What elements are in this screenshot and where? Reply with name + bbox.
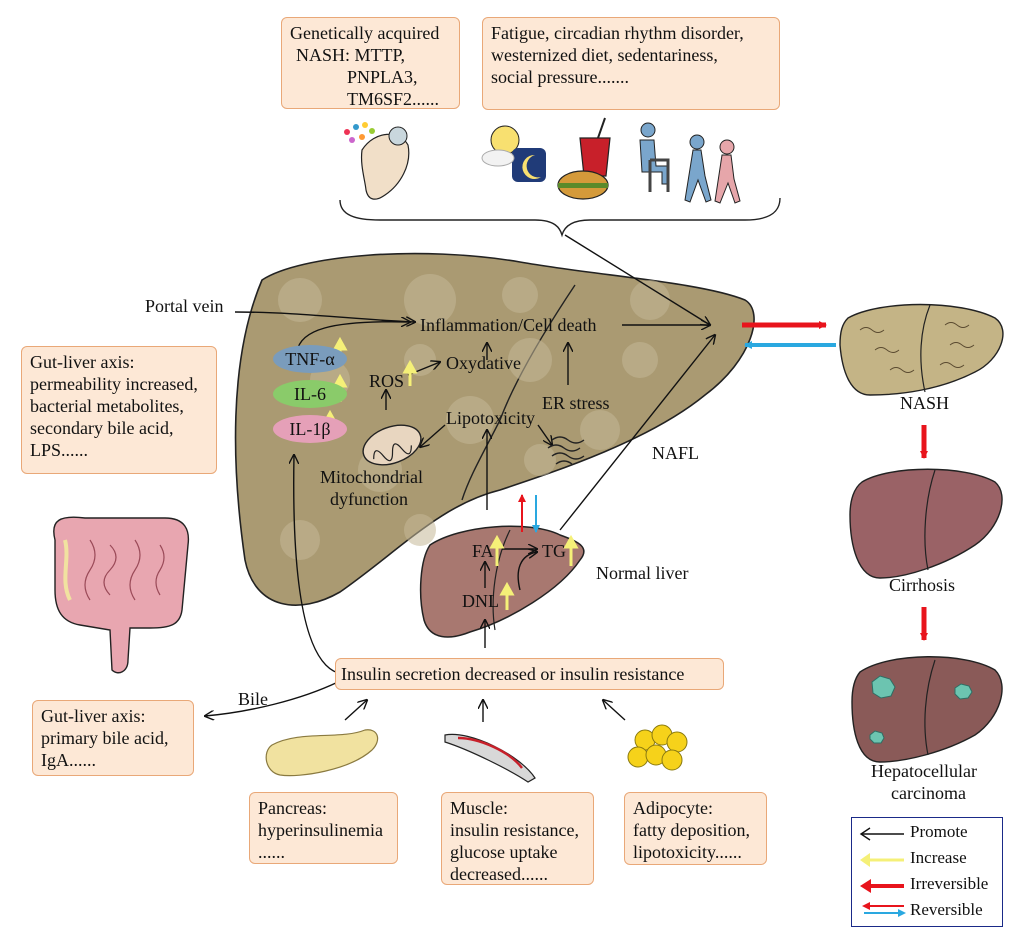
nash-liver (839, 303, 1004, 396)
reversible-arrow-icon (862, 902, 906, 917)
cirrhosis-lobe-line (924, 469, 936, 571)
gut-upper-line-3: bacterial metabolites, (30, 396, 184, 416)
muscle-line-2: insulin resistance, (450, 820, 579, 840)
nash-label: NASH (900, 393, 950, 413)
insulin-text: Insulin secretion decreased or insulin r… (341, 664, 685, 684)
muscle-box: Muscle: insulin resistance, glucose upta… (441, 792, 594, 885)
legend: Promote Increase Irreversible Reversible (851, 817, 1003, 927)
legend-reversible-label: Reversible (910, 900, 983, 919)
cirrhosis-label: Cirrhosis (889, 575, 956, 595)
promote-arrow-icon (859, 827, 904, 841)
lifestyle-line-1: Fatigue, circadian rhythm disorder, (491, 23, 744, 43)
genetic-line-2: NASH: MTTP, (296, 45, 406, 65)
legend-irreversible: Irreversible (852, 872, 1002, 898)
cirrhosis-liver (849, 468, 1003, 579)
adipocyte-line-3: lipotoxicity...... (633, 842, 742, 862)
fast-food-icon (557, 117, 611, 200)
walking-people-icon (684, 134, 741, 204)
nash-lobe-line (920, 304, 931, 393)
lifestyle-box: Fatigue, circadian rhythm disorder, west… (482, 17, 780, 110)
inflammation-label: Inflammation/Cell death (420, 315, 597, 335)
normal-liver (419, 525, 585, 638)
gut-upper-line-1: Gut-liver axis: (30, 352, 135, 372)
adipocyte-line-2: fatty deposition, (633, 820, 750, 840)
ros-label: ROS (369, 371, 405, 391)
normal-liver-lobe-line (492, 529, 511, 631)
dnl-label: DNL (462, 591, 499, 611)
genetic-line-1: Genetically acquired (290, 23, 440, 43)
nafl-label: NAFL (652, 443, 700, 463)
genetic-line-3: PNPLA3, (347, 67, 418, 87)
er-stress-icon (547, 436, 585, 465)
er-stress-label: ER stress (542, 393, 610, 413)
irreversible-arrow-icon (860, 879, 904, 893)
gut-lower-line-2: primary bile acid, (41, 728, 169, 748)
muscle-line-4: decreased...... (450, 864, 548, 884)
top-bracket (339, 197, 781, 238)
tnf-alpha-label: TNF-α (285, 349, 335, 369)
portal-vein-label: Portal vein (145, 296, 224, 316)
legend-promote: Promote (852, 820, 1002, 846)
muscle-line-1: Muscle: (450, 798, 508, 818)
pancreas-icon (265, 729, 379, 777)
gut-upper-line-4: secondary bile acid, (30, 418, 174, 438)
intestine-icon (53, 516, 190, 674)
mitochondrion-icon (362, 424, 422, 466)
il6-pill: IL-6 (273, 380, 347, 408)
oxydative-label: Oxydative (446, 353, 521, 373)
legend-increase-label: Increase (910, 848, 967, 867)
sun-moon-icon (481, 125, 546, 182)
pancreas-line-1: Pancreas: (258, 798, 327, 818)
sedentary-person-icon (639, 122, 670, 192)
gut-lower-box: Gut-liver axis: primary bile acid, IgA..… (32, 700, 194, 776)
reversible-arrows (518, 321, 836, 533)
gut-upper-line-5: LPS...... (30, 440, 89, 460)
nash-texture (859, 322, 975, 373)
pancreas-line-2: hyperinsulinemia (258, 820, 383, 840)
muscle-line-3: glucose uptake (450, 842, 558, 862)
pancreas-line-3: ...... (258, 842, 285, 862)
legend-reversible: Reversible (852, 898, 1002, 924)
il1b-label: IL-1β (289, 419, 331, 439)
hcc-label-2: carcinoma (891, 783, 966, 803)
baby-icon (344, 122, 410, 200)
lifestyle-line-3: social pressure....... (491, 67, 629, 87)
tg-label: TG (542, 541, 566, 561)
genetic-line-4: TM6SF2...... (347, 89, 440, 109)
bile-label: Bile (238, 689, 268, 709)
hcc-label-1: Hepatocellular (871, 761, 977, 781)
dysfunction-label: dyfunction (330, 489, 408, 509)
tumor-nodules (869, 675, 973, 744)
adipocyte-icon (627, 724, 688, 771)
gut-lower-line-3: IgA...... (41, 750, 96, 770)
lifestyle-line-2: westernized diet, sedentariness, (491, 45, 718, 65)
mitochondrial-label: Mitochondrial (320, 467, 423, 487)
il1b-pill: IL-1β (273, 415, 347, 443)
legend-promote-label: Promote (910, 822, 968, 841)
pancreas-box: Pancreas: hyperinsulinemia ...... (249, 792, 398, 864)
fa-label: FA (472, 541, 494, 561)
nafl-lobe-line (461, 284, 576, 501)
gut-upper-line-2: permeability increased, (30, 374, 198, 394)
normal-liver-label: Normal liver (596, 563, 689, 583)
adipocyte-line-1: Adipocyte: (633, 798, 713, 818)
genetic-box: Genetically acquired NASH: MTTP, PNPLA3,… (281, 17, 460, 109)
legend-increase: Increase (852, 846, 1002, 872)
lipotoxicity-label: Lipotoxicity (446, 408, 535, 428)
gut-upper-box: Gut-liver axis: permeability increased, … (21, 346, 217, 474)
legend-irreversible-label: Irreversible (910, 874, 989, 893)
adipocyte-box: Adipocyte: fatty deposition, lipotoxicit… (624, 792, 767, 865)
tnf-alpha-pill: TNF-α (273, 345, 347, 373)
il6-label: IL-6 (294, 384, 326, 404)
insulin-box: Insulin secretion decreased or insulin r… (335, 658, 724, 690)
gut-lower-line-1: Gut-liver axis: (41, 706, 146, 726)
muscle-icon (444, 733, 536, 783)
increase-arrow-icon (860, 853, 904, 867)
hcc-lobe-line (924, 659, 936, 756)
